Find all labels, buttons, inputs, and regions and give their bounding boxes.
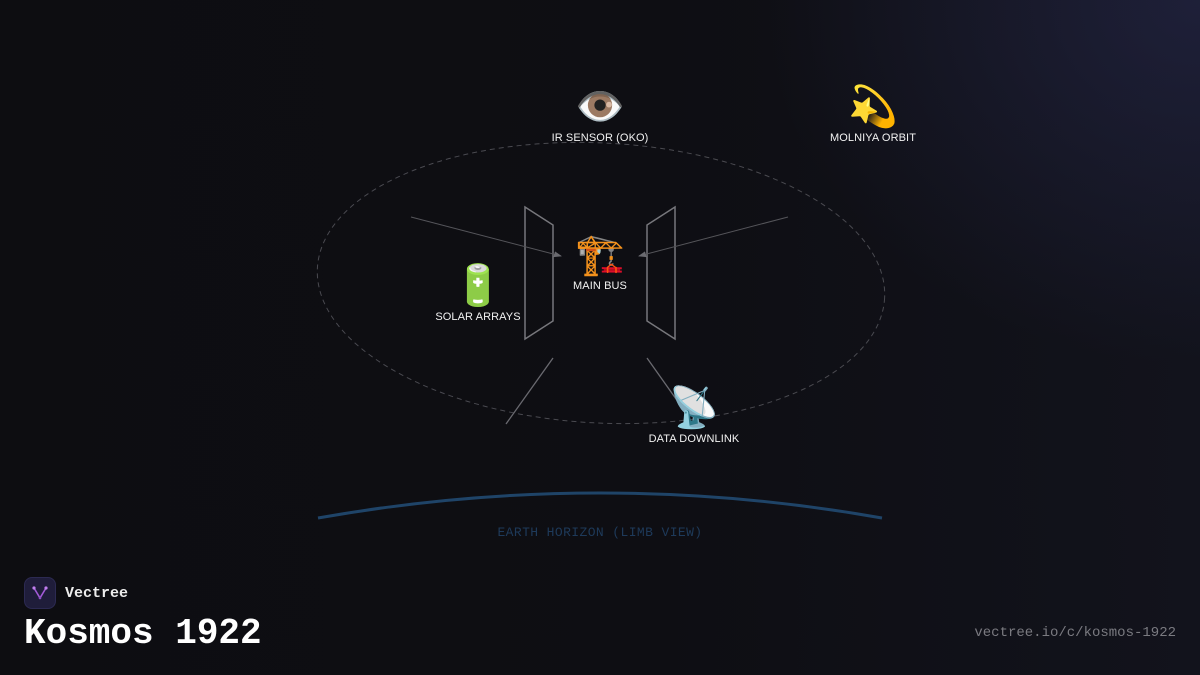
right-connector-arrow bbox=[638, 216, 789, 258]
vectree-logo-icon bbox=[24, 577, 56, 609]
page-url-link[interactable]: vectree.io/c/kosmos-1922 bbox=[974, 625, 1176, 641]
ir-sensor-node: 👁️ IR SENSOR (OKO) bbox=[552, 84, 649, 144]
ir-sensor-label: IR SENSOR (OKO) bbox=[551, 132, 649, 144]
brand-name: Vectree bbox=[65, 584, 129, 602]
satellite-dish-icon: 📡 bbox=[669, 385, 719, 431]
page-title: Kosmos 1922 bbox=[24, 613, 262, 654]
battery-icon: 🔋 bbox=[453, 263, 503, 309]
brand: Vectree bbox=[24, 577, 128, 609]
molniya-orbit-label: MOLNIYA ORBIT bbox=[829, 132, 917, 144]
molniya-orbit-node: 💫 MOLNIYA ORBIT bbox=[830, 84, 916, 144]
right-solar-panel bbox=[646, 205, 676, 341]
left-solar-panel bbox=[524, 205, 554, 341]
main-bus-node: 🏗️ MAIN BUS bbox=[573, 232, 627, 292]
eye-icon: 👁️ bbox=[575, 84, 625, 130]
left-antenna-leg bbox=[505, 357, 554, 425]
construction-crane-icon: 🏗️ bbox=[575, 232, 625, 278]
earth-horizon-label: EARTH HORIZON (LIMB VIEW) bbox=[497, 525, 703, 540]
earth-horizon-curve bbox=[317, 491, 883, 520]
left-connector-arrow bbox=[410, 216, 562, 258]
right-antenna-leg bbox=[646, 357, 682, 407]
solar-arrays-label: SOLAR ARRAYS bbox=[435, 311, 521, 323]
data-downlink-node: 📡 DATA DOWNLINK bbox=[649, 385, 740, 445]
solar-arrays-node: 🔋 SOLAR ARRAYS bbox=[435, 263, 520, 323]
dizzy-star-icon: 💫 bbox=[848, 84, 898, 130]
data-downlink-label: DATA DOWNLINK bbox=[648, 433, 740, 445]
orbit-path bbox=[316, 141, 886, 425]
main-bus-label: MAIN BUS bbox=[573, 280, 627, 292]
